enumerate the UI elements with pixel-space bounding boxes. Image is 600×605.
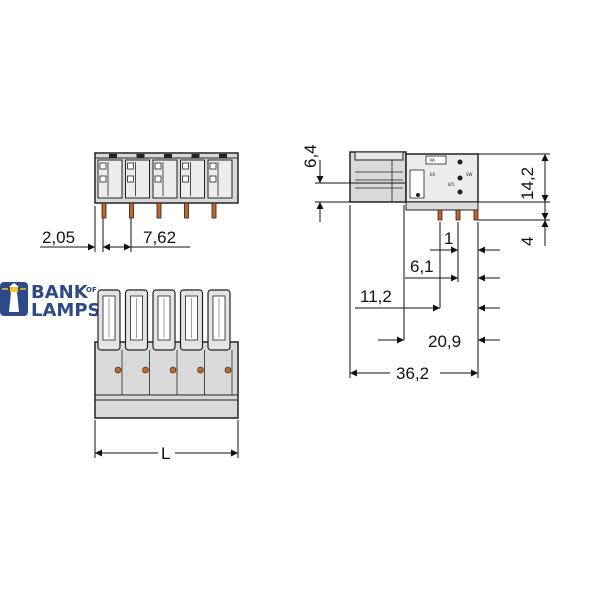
dim-36-2-group: 36,2 — [350, 364, 478, 383]
pin — [129, 202, 134, 219]
top-cell-window — [154, 175, 162, 183]
top-cell-window — [99, 162, 107, 170]
dim-2-05: 2,05 — [42, 228, 75, 247]
side-tag-4: SW — [466, 172, 473, 177]
top-view-connector — [94, 152, 239, 204]
front-contact — [224, 366, 232, 374]
front-contact — [114, 366, 122, 374]
dim-1: 1 — [444, 229, 453, 248]
dim-14-2: 14,2 — [518, 167, 537, 200]
logo-line2: LAMPS — [31, 300, 100, 321]
dim-1-group: 1 — [430, 229, 500, 254]
top-view-pins — [101, 202, 217, 219]
dim-20-9: 20,9 — [428, 332, 461, 351]
dim-11-2-group: 11,2 — [355, 287, 500, 312]
top-cell-latch — [164, 154, 172, 158]
pitch-dimension: 2,05 7,62 — [40, 206, 190, 252]
length-dimension: L — [94, 420, 239, 463]
dim-11-2: 11,2 — [360, 287, 392, 306]
front-contact — [197, 366, 204, 374]
top-cell-latch — [136, 154, 145, 158]
side-tag-2: E6 — [430, 172, 436, 177]
dim-20-9-group: 20,9 — [378, 332, 500, 351]
top-cell-window — [154, 162, 162, 170]
dim-L: L — [161, 444, 170, 463]
top-cell-window — [209, 162, 217, 170]
top-cell-window — [182, 175, 189, 183]
top-cell-window — [182, 162, 189, 170]
top-cell-window — [127, 175, 134, 183]
side-tag-1: PA — [430, 158, 435, 163]
side-view-pins — [437, 209, 479, 221]
dim-6-4: 6,4 — [301, 144, 320, 168]
top-cell-window — [127, 162, 134, 170]
top-cell-window — [209, 175, 217, 183]
top-cell-latch — [191, 154, 200, 158]
side-tag-3: 8/5 — [448, 182, 455, 187]
front-contact — [142, 366, 149, 374]
dim-4: 4 — [518, 237, 537, 246]
pin — [211, 202, 217, 219]
dim-36-2: 36,2 — [396, 364, 429, 383]
dim-7-62: 7,62 — [143, 228, 176, 247]
dim-6-1-group: 6,1 — [405, 257, 500, 282]
pin — [156, 202, 162, 219]
front-contact — [169, 366, 177, 374]
bank-of-lamps-logo: BANK OF LAMPS — [0, 282, 100, 321]
top-cell-latch — [219, 154, 227, 158]
dim-right-vertical: 14,2 4 — [478, 153, 550, 246]
logo-of: OF — [86, 286, 97, 294]
pin — [184, 202, 189, 219]
top-cell-window — [99, 175, 107, 183]
pin — [101, 202, 107, 219]
lighthouse-icon — [0, 282, 28, 316]
front-view-connector — [94, 289, 239, 419]
top-cell-latch — [109, 154, 117, 158]
side-view-connector: PA E6 8/5 SW — [349, 151, 479, 211]
dim-6-1: 6,1 — [410, 257, 434, 276]
dim-6-4-group: 6,4 — [301, 144, 405, 222]
logo-line1: BANK — [31, 282, 89, 303]
